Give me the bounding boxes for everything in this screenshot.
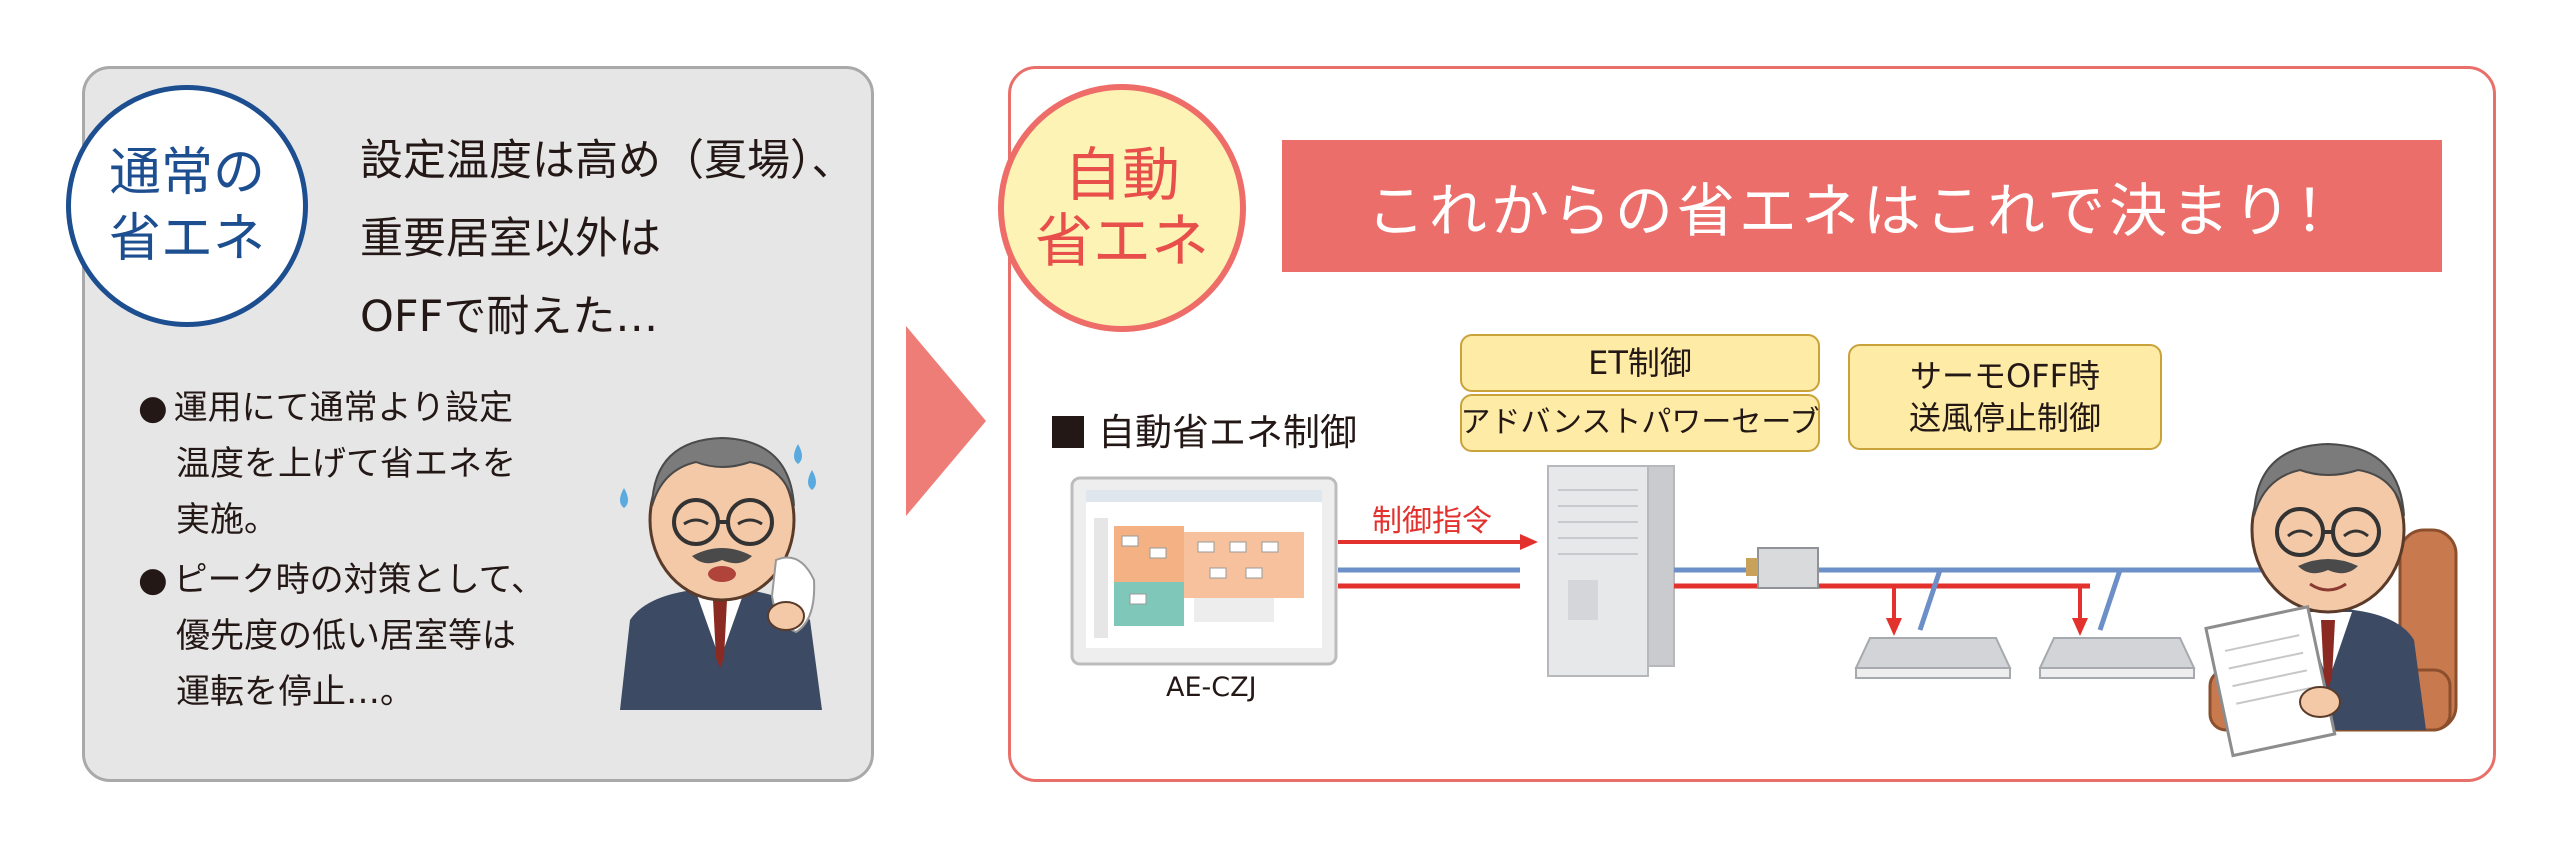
left-heading-line: 重要居室以外は: [360, 214, 661, 264]
bullet-text-line: 運用にて通常より設定: [173, 388, 513, 428]
ceiling-cassette-unit-icon: [2038, 637, 2196, 679]
badge-line-1: 自動: [1063, 141, 1180, 209]
branch-box-icon: [1746, 547, 1819, 589]
system-diagram: [1070, 465, 2270, 679]
sweat-drop-icon: [620, 488, 628, 508]
section-label-text: 自動省エネ制御: [1098, 411, 1357, 454]
tag-et-control: ET制御: [1460, 334, 1820, 392]
bullet-item-peak: ●ピーク時の対策として、 優先度の低い居室等は 運転を停止…。: [138, 552, 545, 720]
left-heading: 設定温度は高め（夏場）、 重要居室以外は OFFで耐えた…: [360, 122, 855, 356]
bullet-text-line: 優先度の低い居室等は: [176, 616, 516, 656]
ceiling-cassette-unit-icon: [1854, 637, 2012, 679]
tag-thermo-off-fan-stop: サーモOFF時 送風停止制御: [1848, 344, 2162, 450]
section-label: 自動省エネ制御: [1052, 402, 1357, 456]
tag-line: サーモOFF時: [1909, 357, 2100, 395]
bullet-mark: ●: [138, 388, 168, 428]
controller-caption: AE-CZJ: [1166, 672, 1257, 703]
square-bullet-icon: [1052, 416, 1084, 448]
bullet-text-line: 運転を停止…。: [176, 672, 414, 712]
badge-line-2: 省エネ: [108, 209, 265, 269]
command-label: 制御指令: [1372, 504, 1492, 539]
sweat-drop-icon: [794, 444, 802, 464]
left-heading-line: 設定温度は高め（夏場）、: [360, 136, 855, 186]
auto-energy-saving-badge: 自動 省エネ: [998, 84, 1246, 332]
touch-panel-controller-icon: [1070, 476, 1338, 666]
air-conditioner-outdoor-unit-icon: [1547, 465, 1675, 677]
worried-man-illustration: [620, 436, 822, 710]
tag-advanced-power-save: アドバンストパワーセーブ: [1460, 394, 1820, 452]
tag-line: 送風停止制御: [1908, 399, 2101, 437]
bullet-text-line: 温度を上げて省エネを: [176, 444, 516, 484]
headline-banner: これからの省エネはこれで決まり！: [1282, 140, 2442, 272]
normal-energy-saving-badge: 通常の 省エネ: [66, 85, 308, 327]
bullet-text-line: ピーク時の対策として、: [173, 560, 545, 600]
transition-arrow-icon: [906, 326, 986, 516]
sweat-drop-icon: [808, 470, 816, 490]
badge-line-1: 通常の: [108, 143, 265, 203]
bullet-item-operation: ●運用にて通常より設定 温度を上げて省エネを 実施。: [138, 380, 516, 548]
bullet-mark: ●: [138, 560, 168, 600]
smiling-man-illustration: [2204, 442, 2458, 758]
left-heading-line: OFFで耐えた…: [360, 292, 659, 342]
bullet-text-line: 実施。: [176, 500, 278, 540]
badge-line-2: 省エネ: [1034, 207, 1209, 275]
